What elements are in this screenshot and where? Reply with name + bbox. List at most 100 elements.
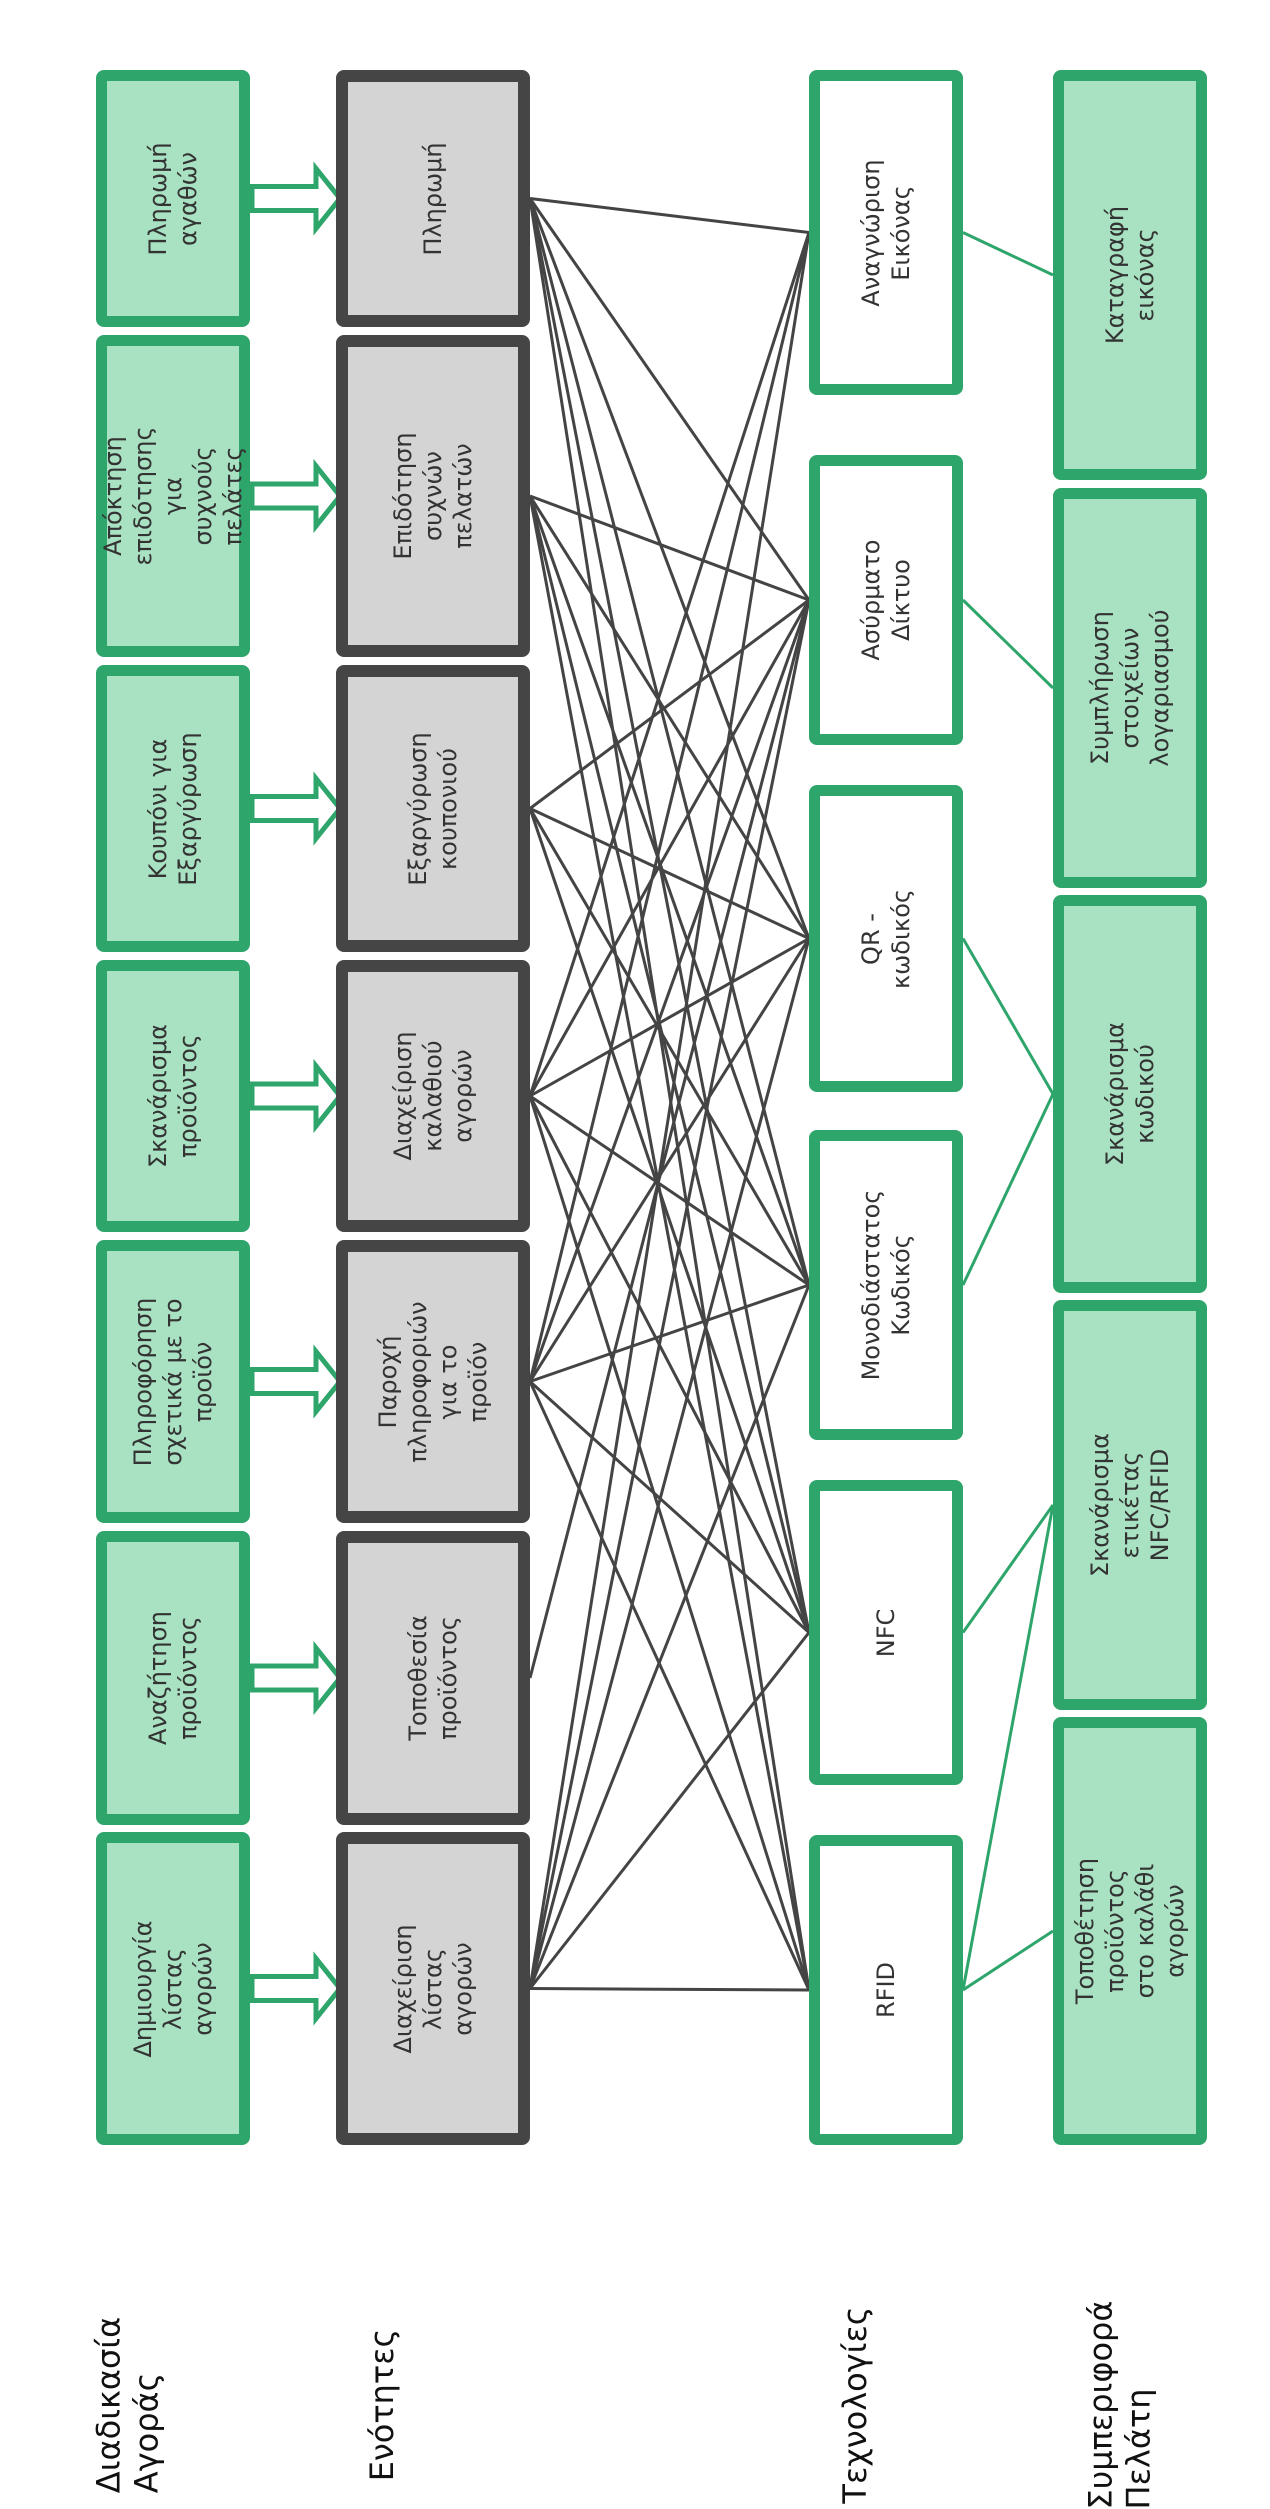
- module-box-3: Διαχείριση καλαθιού αγορών: [336, 960, 530, 1232]
- module-technology-link: [528, 198, 811, 1991]
- row-label-behavior: Συμπεριφορά Πελάτη: [1081, 2300, 1158, 2509]
- arrow-icon-1: [249, 1640, 344, 1716]
- arrow-icon-6: [249, 161, 344, 236]
- behavior-box-2-label: Σκανάρισμα κωδικού: [1101, 1021, 1159, 1167]
- module-technology-link: [528, 1380, 811, 1991]
- process-box-6-label: Πληρωμή αγαθών: [144, 141, 202, 256]
- behavior-box-4: Καταγραφή εικόνας: [1053, 70, 1207, 480]
- technology-box-0-label: RFID: [872, 1961, 900, 2019]
- technology-box-4: Ασύρματο Δίκτυο: [809, 455, 963, 745]
- arrow-icon-2: [249, 1344, 344, 1419]
- process-box-0: Δημιουργία λίστας αγορών: [96, 1832, 250, 2145]
- module-technology-link: [529, 1094, 810, 1287]
- technology-box-2: Μονοδιάστατος Κωδικός: [809, 1130, 963, 1440]
- module-technology-link: [529, 937, 810, 1098]
- module-technology-link: [528, 495, 811, 1633]
- module-box-0-label: Διαχείριση λίστας αγορών: [389, 1923, 477, 2054]
- module-box-4: Εξαργύρωση κουπονιού: [336, 665, 530, 952]
- technology-box-1: NFC: [809, 1480, 963, 1785]
- technology-box-3: QR - κωδικός: [809, 785, 963, 1092]
- technology-box-4-label: Ασύρματο Δίκτυο: [857, 539, 915, 661]
- module-technology-link: [528, 495, 811, 1286]
- technology-behavior-link: [961, 1093, 1055, 1286]
- module-technology-link: [528, 495, 811, 940]
- module-technology-link: [528, 599, 811, 1383]
- module-technology-link: [528, 599, 811, 1989]
- module-box-0: Διαχείριση λίστας αγορών: [336, 1832, 530, 2145]
- module-technology-link: [528, 1095, 811, 1634]
- row-label-modules: Ενότητες: [362, 2328, 401, 2482]
- module-technology-link: [528, 495, 811, 1991]
- technology-box-5-label: Αναγνώριση Εικόνας: [857, 158, 915, 307]
- process-box-3-label: Σκανάρισμα προϊόντος: [144, 1023, 202, 1169]
- behavior-box-1-label: Σκανάρισμα ετικέτας NFC/RFID: [1086, 1432, 1174, 1578]
- module-box-1: Τοποθεσία προϊόντος: [336, 1531, 530, 1825]
- process-box-1: Αναζήτηση προϊόντος: [96, 1531, 250, 1825]
- module-box-6-label: Πληρωμή: [419, 141, 447, 256]
- technology-behavior-link: [962, 231, 1054, 277]
- module-technology-link: [528, 1095, 811, 1991]
- row-label-technologies: Τεχνολογίες: [835, 2306, 874, 2504]
- process-box-5-label: Απόκτηση επιδότησης για συχνούς πελάτες: [99, 426, 247, 566]
- module-technology-link: [528, 1284, 811, 1990]
- technology-behavior-link: [961, 598, 1055, 690]
- technology-box-5: Αναγνώριση Εικόνας: [809, 70, 963, 395]
- process-box-2: Πληροφόρηση σχετικά με το προϊόν: [96, 1240, 250, 1523]
- module-technology-link: [528, 232, 811, 1382]
- module-technology-link: [528, 937, 811, 1383]
- module-box-4-label: Εξαργύρωση κουπονιού: [404, 731, 462, 886]
- technology-box-1-label: NFC: [872, 1608, 900, 1657]
- process-box-3: Σκανάρισμα προϊόντος: [96, 960, 250, 1232]
- behavior-box-3: Συμπλήρωση στοιχείων λογαριασμού: [1053, 488, 1207, 888]
- module-box-6: Πληρωμή: [336, 70, 530, 327]
- behavior-box-0-label: Τοποθέτηση προϊόντος στο καλάθι αγορών: [1071, 1857, 1189, 2005]
- module-box-5-label: Επιδότηση συχνών πελατών: [389, 432, 477, 560]
- behavior-box-2: Σκανάρισμα κωδικού: [1053, 895, 1207, 1293]
- arrow-icon-4: [249, 771, 344, 846]
- module-technology-link: [528, 197, 811, 601]
- module-technology-link: [528, 599, 811, 1679]
- module-technology-link: [529, 1987, 810, 1992]
- module-technology-link: [528, 938, 811, 1989]
- module-box-2: Παροχή πληροφοριών για το προϊόν: [336, 1240, 530, 1523]
- module-box-5: Επιδότηση συχνών πελατών: [336, 335, 530, 657]
- module-technology-link: [528, 198, 811, 1286]
- process-box-4-label: Κουπόνι για Εξαργύρωση: [144, 731, 202, 886]
- technology-behavior-link: [961, 937, 1055, 1095]
- technology-box-0: RFID: [809, 1835, 963, 2145]
- module-technology-link: [528, 599, 811, 1097]
- process-box-5: Απόκτηση επιδότησης για συχνούς πελάτες: [96, 335, 250, 657]
- module-technology-link: [528, 198, 811, 1633]
- module-technology-link: [528, 807, 811, 1286]
- module-box-2-label: Παροχή πληροφοριών για το προϊόν: [374, 1300, 492, 1463]
- module-technology-link: [528, 232, 811, 1097]
- process-box-6: Πληρωμή αγαθών: [96, 70, 250, 327]
- module-technology-link: [529, 197, 810, 234]
- technology-behavior-link: [962, 1929, 1054, 1992]
- module-box-3-label: Διαχείριση καλαθιού αγορών: [389, 1031, 477, 1161]
- arrow-icon-0: [249, 1951, 344, 2026]
- behavior-box-1: Σκανάρισμα ετικέτας NFC/RFID: [1053, 1300, 1207, 1710]
- process-box-0-label: Δημιουργία λίστας αγορών: [129, 1920, 217, 2057]
- module-technology-link: [529, 494, 810, 602]
- module-box-1-label: Τοποθεσία προϊόντος: [404, 1615, 462, 1741]
- module-technology-link: [529, 598, 810, 810]
- technology-behavior-link: [961, 1504, 1055, 1634]
- behavior-box-0: Τοποθέτηση προϊόντος στο καλάθι αγορών: [1053, 1717, 1207, 2145]
- module-technology-link: [528, 197, 811, 940]
- arrow-icon-3: [249, 1058, 344, 1134]
- module-technology-link: [528, 232, 811, 1989]
- arrow-icon-5: [249, 458, 344, 534]
- process-box-2-label: Πληροφόρηση σχετικά με το προϊόν: [129, 1297, 217, 1466]
- module-technology-link: [528, 1380, 811, 1634]
- technology-box-2-label: Μονοδιάστατος Κωδικός: [857, 1189, 915, 1381]
- technology-behavior-link: [961, 1504, 1055, 1991]
- module-technology-link: [529, 1283, 810, 1383]
- process-box-4: Κουπόνι για Εξαργύρωση: [96, 665, 250, 952]
- process-box-1-label: Αναζήτηση προϊόντος: [144, 1611, 202, 1745]
- module-technology-link: [528, 808, 811, 1633]
- behavior-box-3-label: Συμπλήρωση στοιχείων λογαριασμού: [1086, 609, 1174, 767]
- module-technology-link: [529, 807, 810, 940]
